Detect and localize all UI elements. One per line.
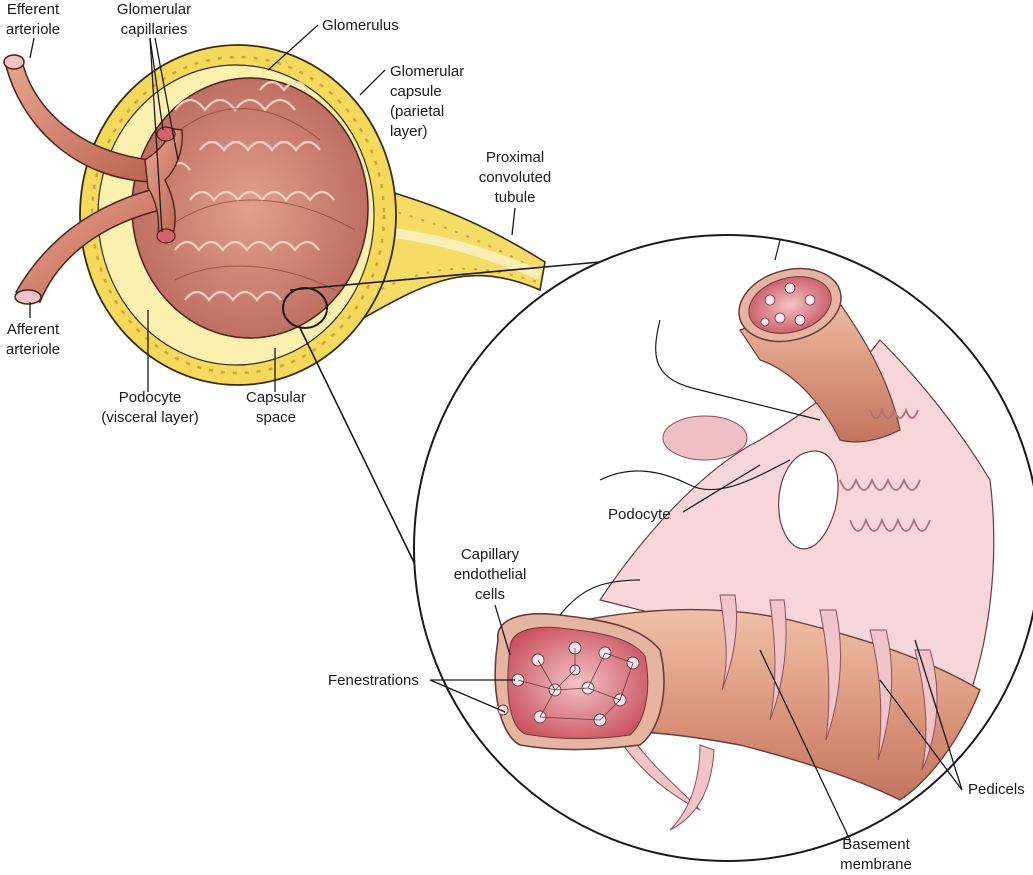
- label-glomerular-capillaries: Glomerular capillaries: [116, 1, 192, 38]
- label-capsular-space: Capsular space: [245, 389, 307, 426]
- renal-corpuscle: [3, 44, 546, 386]
- label-pedicels: Pedicels: [968, 781, 1025, 798]
- capillary-lumen: [507, 626, 649, 740]
- label-proximal-convoluted-tubule: Proximal convoluted tubule: [478, 149, 552, 206]
- label-fenestrations: Fenestrations: [328, 672, 419, 689]
- label-afferent-arteriole: Afferent arteriole: [5, 321, 61, 358]
- label-capillary-endothelial-cells: Capillary endothelial cells: [453, 546, 527, 603]
- proximal-convoluted-tubule-shape: [349, 178, 546, 322]
- label-basement-membrane: Basement membrane: [840, 836, 912, 873]
- leader-lines: [29, 24, 963, 841]
- zoom-line-bottom: [299, 327, 426, 586]
- label-podocyte: Podocyte: [608, 506, 671, 523]
- zoom-line-top: [289, 261, 601, 291]
- magnified-view: [413, 234, 1033, 862]
- label-glomerulus: Glomerulus: [322, 17, 399, 34]
- label-podocyte-visceral: Podocyte (visceral layer): [101, 389, 199, 426]
- label-efferent-arteriole: Efferent arteriole: [5, 1, 61, 38]
- label-glomerular-capsule: Glomerular capsule (parietal layer): [390, 63, 465, 140]
